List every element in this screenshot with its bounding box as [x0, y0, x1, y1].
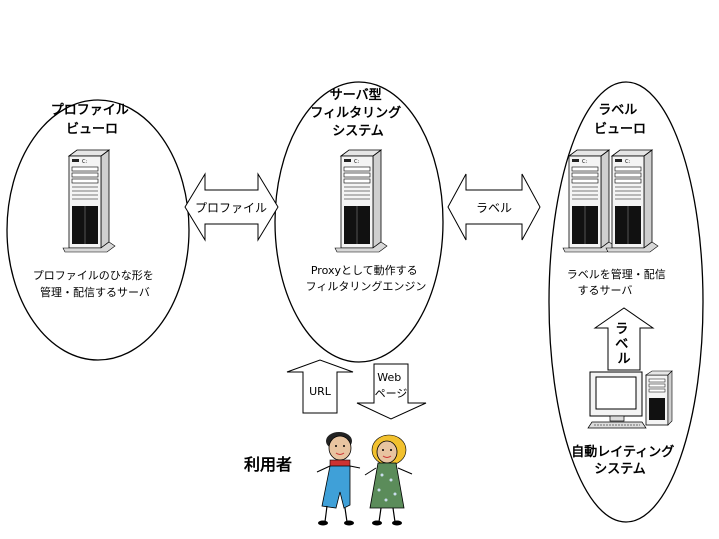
- rating-system-pc-icon: [587, 370, 673, 429]
- web-page-arrow-label: Web ページ: [375, 371, 408, 400]
- rating-label-up-arrow: ラ ベ ル: [593, 307, 655, 371]
- profile-bureau-title: プロファイル ビューロ: [51, 103, 134, 137]
- filtering-server-icon: [334, 149, 388, 253]
- rating-arrow-label: ラ ベ ル: [615, 322, 633, 367]
- profile-arrow-label: プロファイル: [195, 201, 267, 215]
- user-label: 利用者: [244, 455, 292, 474]
- profile-bureau-ellipse: [6, 99, 190, 361]
- filtering-system-title: サーバ型 フィルタリング システム: [310, 87, 405, 139]
- rating-system-title: 自動レイティング システム: [571, 444, 679, 477]
- profile-double-arrow: プロファイル: [184, 172, 279, 242]
- profile-bureau-caption: プロファイルのひな形を 管理・配信するサーバ: [33, 269, 158, 299]
- label-double-arrow: ラベル: [447, 173, 541, 241]
- label-bureau-ellipse: [548, 81, 704, 523]
- label-bureau-caption: ラベルを管理・配信 するサーバ: [567, 267, 670, 297]
- label-bureau-title: ラベル ビューロ: [594, 103, 646, 137]
- filtering-system-ellipse: [274, 81, 444, 363]
- filtering-system-caption: Proxyとして動作する フィルタリングエンジン: [306, 263, 427, 293]
- url-up-arrow: URL: [286, 359, 354, 414]
- label-arrow-label: ラベル: [476, 201, 512, 215]
- boy-icon: [316, 432, 361, 526]
- url-arrow-label: URL: [309, 385, 332, 398]
- girl-icon: [364, 434, 413, 526]
- web-page-down-arrow: Web ページ: [356, 363, 427, 420]
- label-server-icon: [562, 149, 659, 253]
- profile-server-icon: [62, 149, 116, 253]
